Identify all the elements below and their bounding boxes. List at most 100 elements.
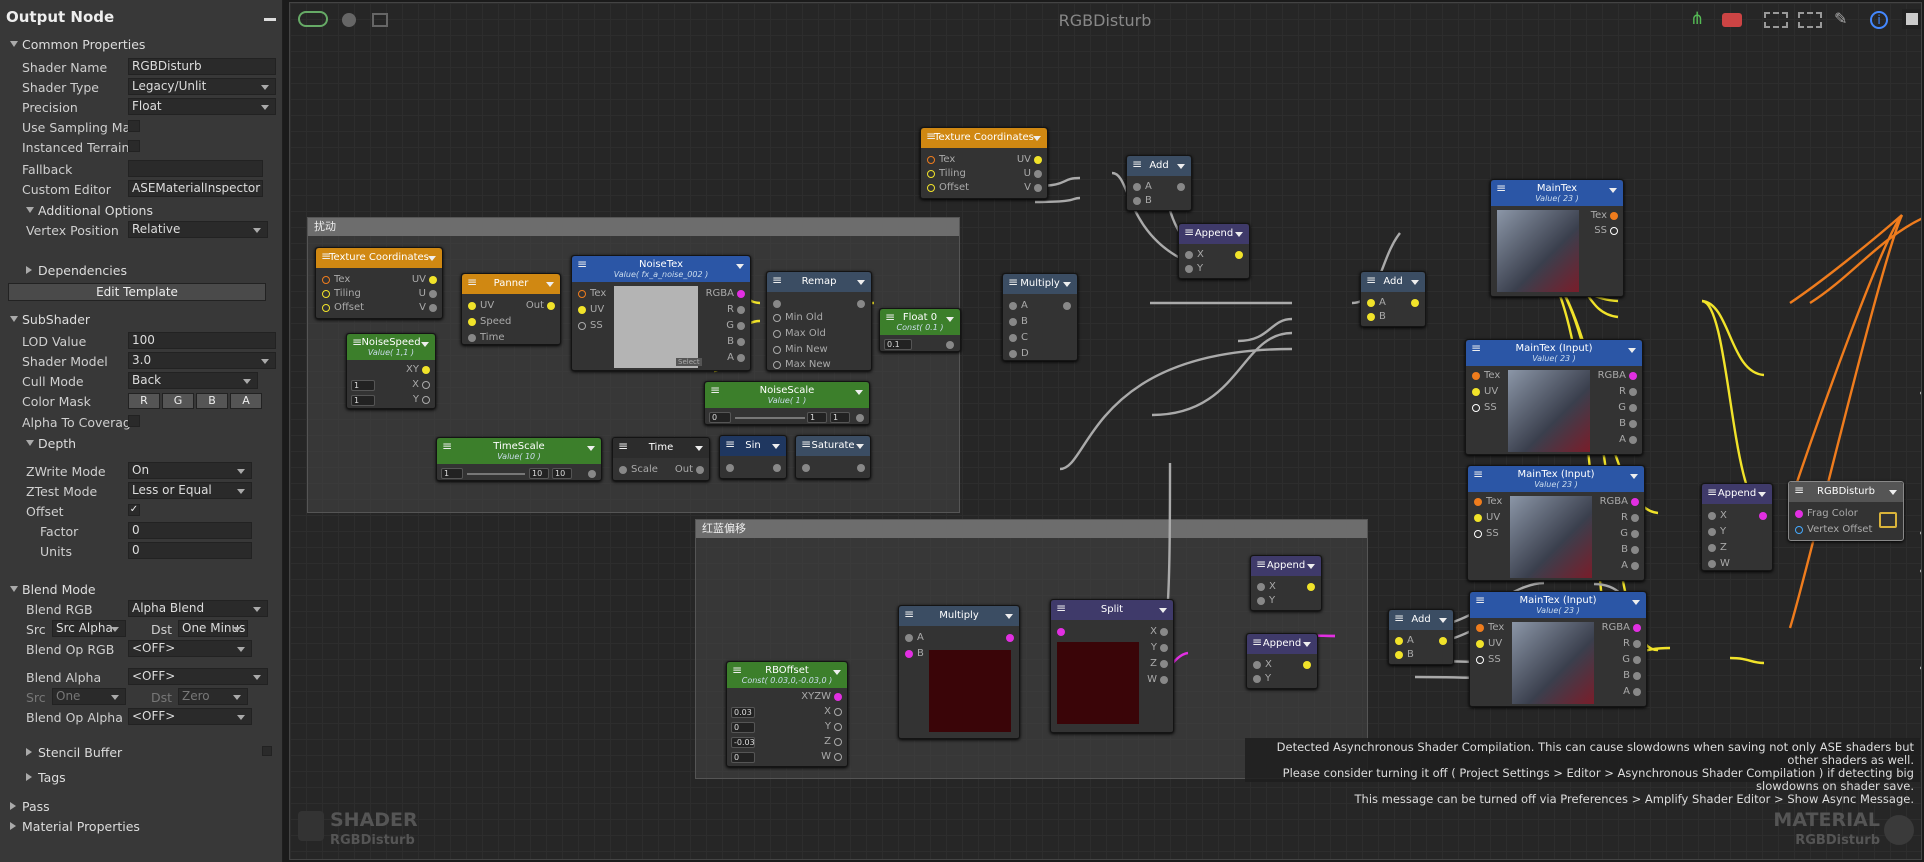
input-port[interactable]	[773, 314, 781, 322]
output-port[interactable]	[1633, 656, 1641, 664]
node-append-1[interactable]: Append X Y	[1178, 223, 1250, 279]
output-port[interactable]	[1631, 562, 1639, 570]
node-append-4[interactable]: Append X Y	[1246, 633, 1318, 689]
output-port[interactable]	[834, 708, 842, 716]
input-port[interactable]	[1708, 544, 1716, 552]
precision-dropdown[interactable]: Float	[128, 98, 276, 115]
offset-checkbox[interactable]: ✓	[128, 504, 140, 516]
input-port[interactable]	[1057, 628, 1065, 636]
input-port[interactable]	[773, 346, 781, 354]
output-port[interactable]	[1034, 184, 1042, 192]
output-port[interactable]	[1631, 514, 1639, 522]
live-mode-icon[interactable]	[298, 11, 328, 27]
output-port[interactable]	[857, 464, 865, 472]
blend-op-alpha-dropdown[interactable]: <OFF>	[128, 708, 252, 725]
cull-mode-dropdown[interactable]: Back	[128, 372, 258, 389]
input-port[interactable]	[1474, 530, 1482, 538]
colormask-a-button[interactable]: A	[230, 393, 262, 409]
output-port[interactable]	[834, 738, 842, 746]
node-output-rgbdisturb[interactable]: RGBDisturb Frag Color Vertex Offset	[1788, 481, 1904, 541]
output-port[interactable]	[1631, 530, 1639, 538]
src-dropdown[interactable]: Src Alpha	[52, 620, 126, 637]
output-port[interactable]	[429, 304, 437, 312]
output-port[interactable]	[856, 414, 864, 422]
shader-name-field[interactable]: RGBDisturb	[128, 58, 276, 75]
minimize-icon[interactable]	[264, 18, 276, 21]
output-port[interactable]	[1629, 404, 1637, 412]
vertex-position-dropdown[interactable]: Relative	[128, 221, 268, 238]
input-port[interactable]	[1367, 299, 1375, 307]
output-port[interactable]	[1610, 227, 1618, 235]
input-port[interactable]	[468, 302, 476, 310]
blend-alpha-dropdown[interactable]: <OFF>	[128, 668, 268, 685]
slider-value-field[interactable]: 1	[807, 412, 827, 423]
section-material-properties[interactable]: Material Properties	[0, 816, 283, 836]
fallback-field[interactable]	[128, 160, 263, 177]
section-additional[interactable]: Additional Options	[0, 200, 283, 220]
node-add-1[interactable]: Add A B	[1126, 155, 1192, 211]
node-panner[interactable]: Panner UV Speed Time Out	[461, 273, 561, 345]
slider-track[interactable]	[735, 417, 805, 419]
section-tags[interactable]: Tags	[0, 767, 283, 787]
value-field[interactable]: 1	[351, 395, 375, 406]
input-port[interactable]	[1474, 498, 1482, 506]
input-port[interactable]	[905, 650, 913, 658]
node-time[interactable]: Time Scale Out	[612, 437, 710, 481]
section-pass[interactable]: Pass	[0, 796, 283, 816]
input-port[interactable]	[1009, 302, 1017, 310]
section-subshader[interactable]: SubShader	[0, 309, 283, 329]
input-port[interactable]	[1708, 560, 1716, 568]
input-port[interactable]	[1367, 313, 1375, 321]
zwrite-dropdown[interactable]: On	[128, 462, 252, 479]
output-port[interactable]	[1006, 634, 1014, 642]
output-port[interactable]	[429, 276, 437, 284]
input-port[interactable]	[1185, 265, 1193, 273]
output-port[interactable]	[696, 466, 704, 474]
stencil-checkbox[interactable]	[262, 746, 272, 756]
output-port[interactable]	[834, 753, 842, 761]
input-port[interactable]	[1395, 651, 1403, 659]
output-port[interactable]	[1177, 183, 1185, 191]
input-port[interactable]	[1185, 251, 1193, 259]
output-port[interactable]	[834, 693, 842, 701]
output-port[interactable]	[422, 366, 430, 374]
value-field[interactable]: 0.1	[884, 339, 912, 350]
output-port[interactable]	[737, 322, 745, 330]
grid-icon[interactable]	[372, 13, 388, 27]
factor-field[interactable]: 0	[128, 522, 252, 539]
node-maintex-input-1[interactable]: MainTex (Input)Value( 23 ) Tex UV SS RGB…	[1465, 339, 1643, 455]
slider-max-field[interactable]: 1	[830, 412, 850, 423]
input-port[interactable]	[578, 322, 586, 330]
section-depth[interactable]: Depth	[0, 433, 283, 453]
output-port[interactable]	[1235, 251, 1243, 259]
input-port[interactable]	[468, 318, 476, 326]
input-port[interactable]	[322, 304, 330, 312]
input-port[interactable]	[1708, 512, 1716, 520]
output-port[interactable]	[1160, 676, 1168, 684]
select-button[interactable]: Select	[676, 358, 702, 366]
output-port[interactable]	[1034, 156, 1042, 164]
node-split[interactable]: Split X Y Z W	[1050, 599, 1174, 733]
output-port[interactable]	[1411, 299, 1419, 307]
output-port[interactable]	[1633, 640, 1641, 648]
value-field[interactable]: 0.03	[731, 707, 755, 718]
output-port[interactable]	[1063, 302, 1071, 310]
output-port[interactable]	[737, 306, 745, 314]
blend-op-rgb-dropdown[interactable]: <OFF>	[128, 640, 252, 657]
input-port[interactable]	[1133, 183, 1141, 191]
node-sin[interactable]: Sin	[719, 435, 787, 479]
output-port[interactable]	[1629, 420, 1637, 428]
input-port[interactable]	[1133, 197, 1141, 205]
output-port[interactable]	[1633, 672, 1641, 680]
section-stencil[interactable]: Stencil Buffer	[0, 742, 283, 762]
node-texture-coordinates-top[interactable]: Texture Coordinates Tex Tiling Offset UV…	[920, 127, 1048, 199]
units-field[interactable]: 0	[128, 542, 252, 559]
slider-min-field[interactable]: 0	[709, 412, 731, 423]
sampling-checkbox[interactable]	[128, 120, 140, 132]
output-port[interactable]	[1034, 170, 1042, 178]
value-field[interactable]: -0.03	[731, 737, 755, 748]
input-port[interactable]	[1795, 526, 1803, 534]
